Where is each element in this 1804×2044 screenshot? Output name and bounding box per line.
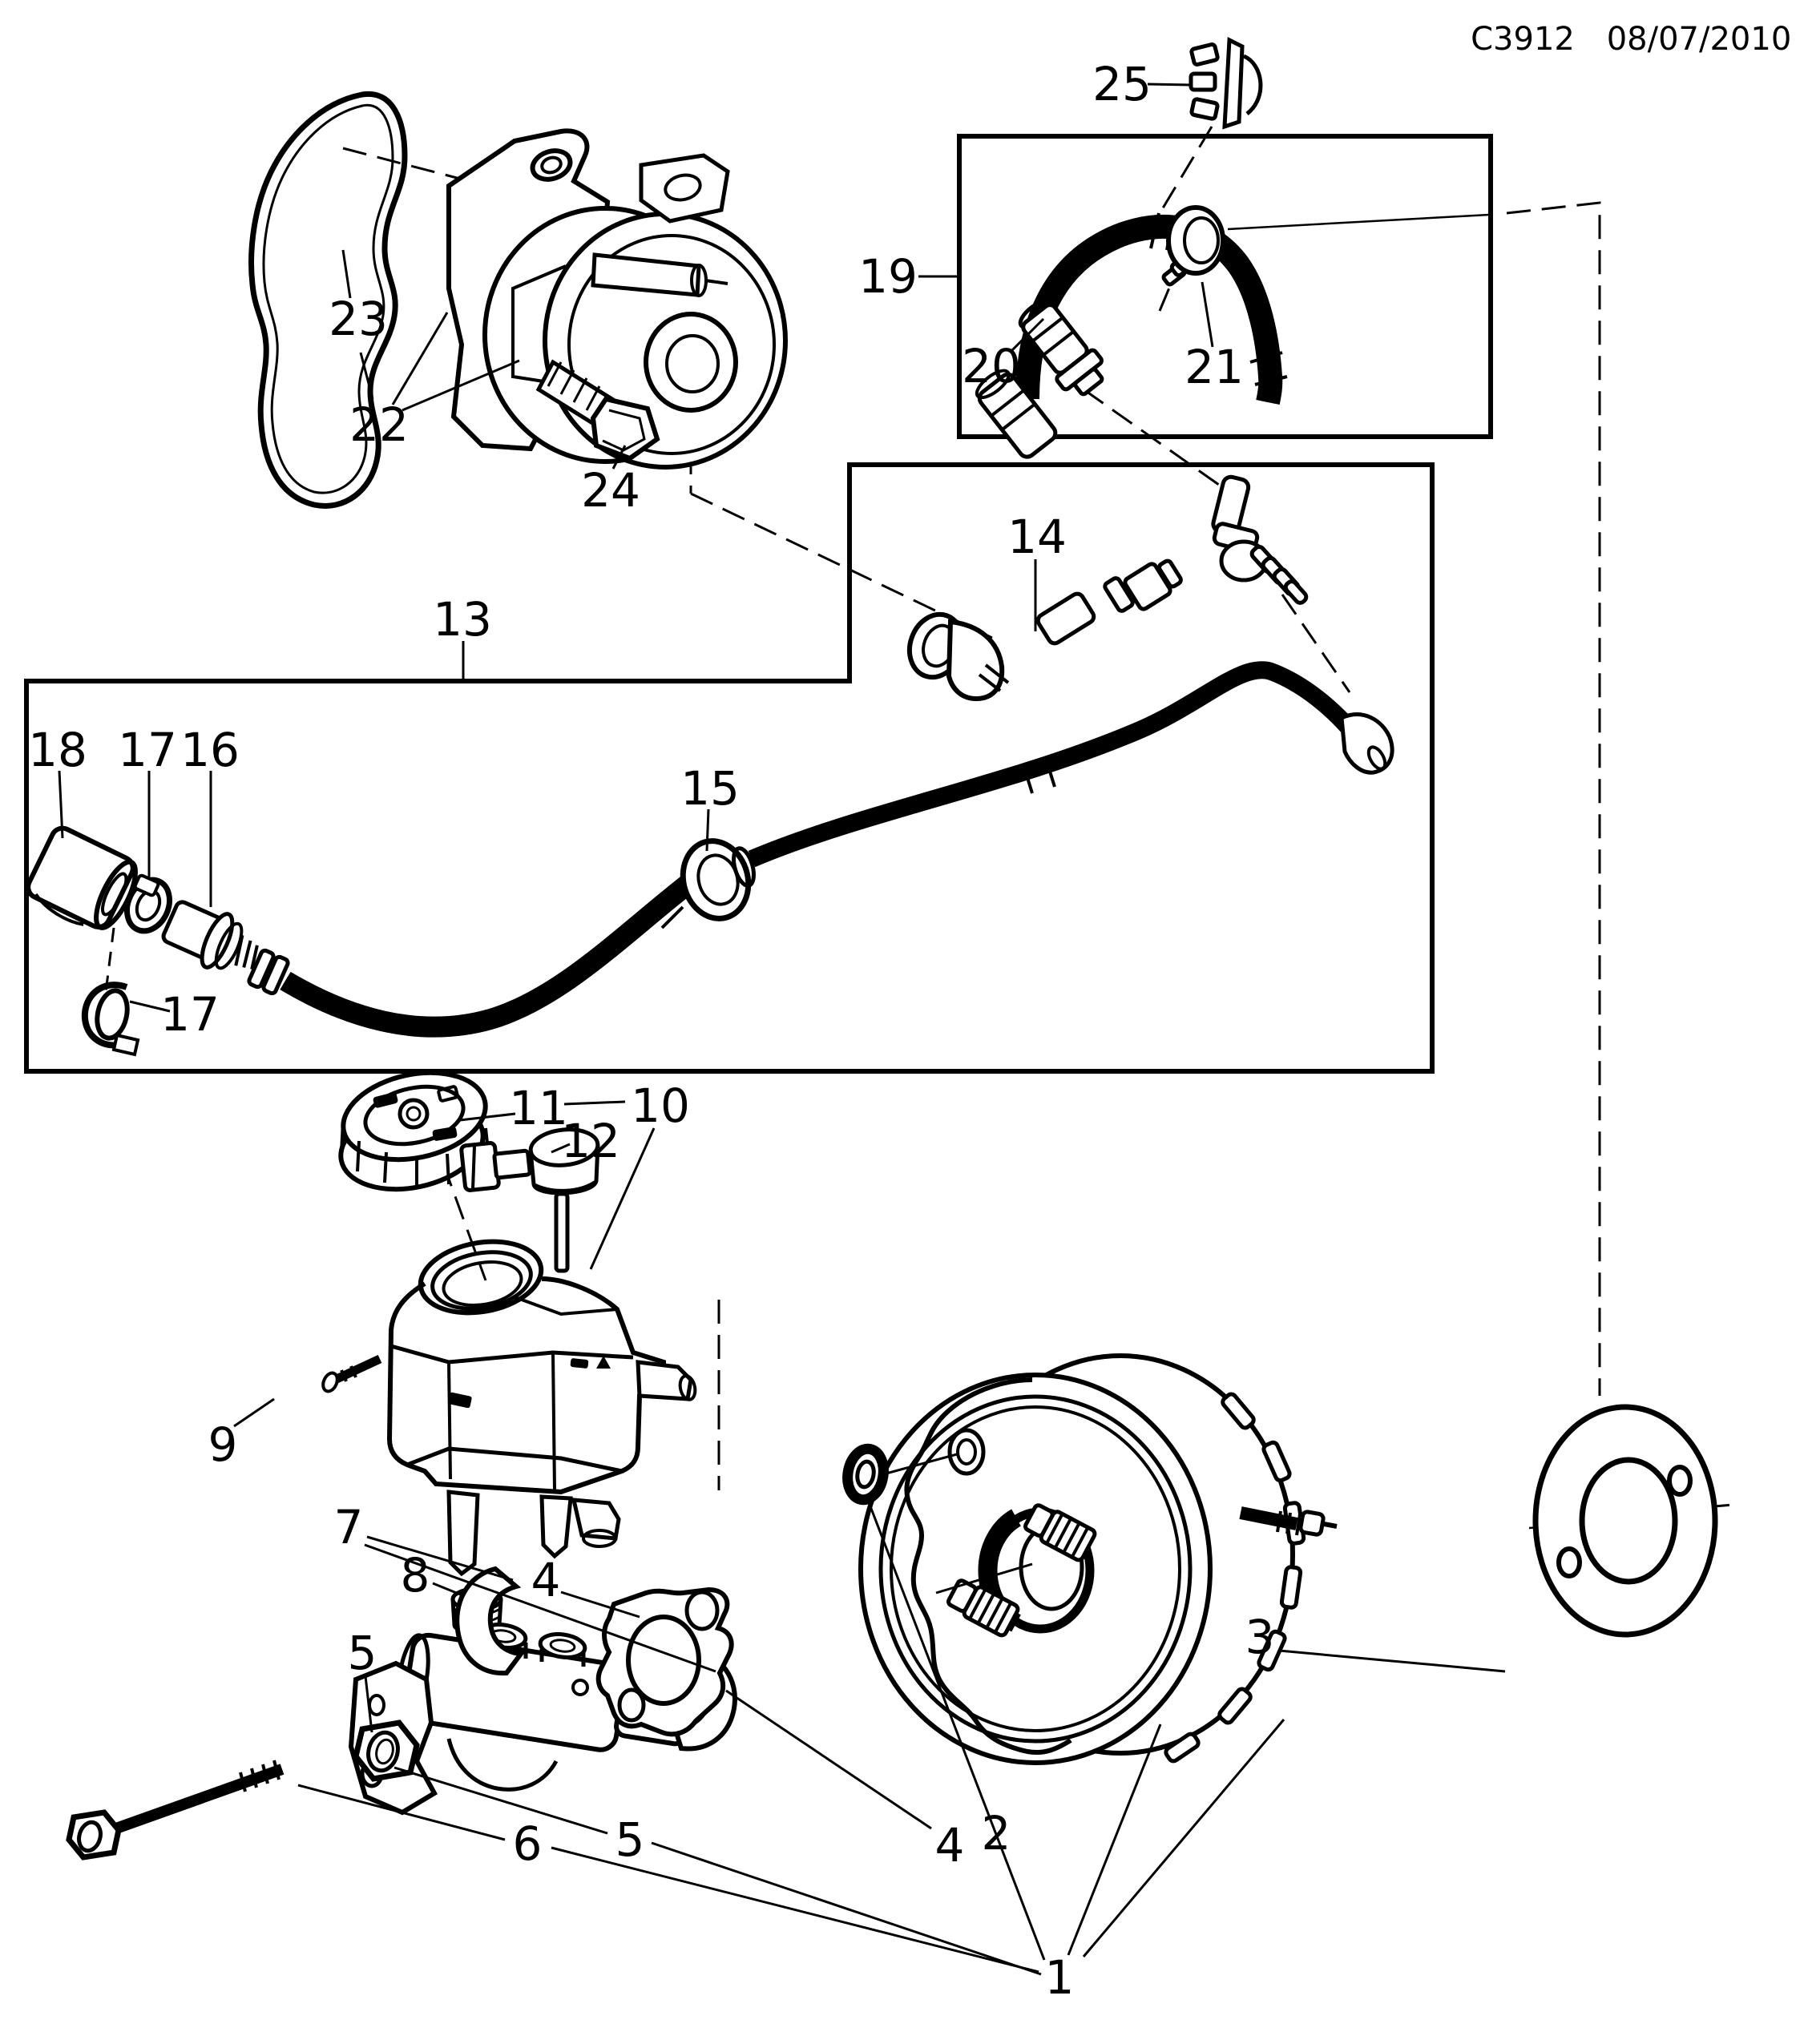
brake-booster-1 (858, 1353, 1338, 1765)
figure-date: 08/07/2010 (1607, 21, 1792, 58)
booster-plate-outline (904, 1377, 1072, 1755)
callout-3: 3 (1245, 1610, 1275, 1664)
gasket-4 (595, 1586, 734, 1737)
callout-7: 7 (334, 1500, 364, 1554)
callout-24: 24 (581, 463, 640, 518)
callout-25: 25 (1092, 57, 1152, 111)
gasket-3 (1532, 1404, 1718, 1638)
check-valve-21 (1161, 205, 1225, 287)
callout-2: 2 (982, 1806, 1011, 1861)
callout-18: 18 (28, 723, 87, 777)
level-sensor-12 (459, 1127, 600, 1273)
reservoir-port-right (636, 1360, 697, 1401)
reservoir-10 (386, 1239, 697, 1577)
callout-19: 19 (858, 249, 918, 304)
hose-group-box-19 (957, 134, 1493, 439)
connector-16 (161, 900, 276, 973)
cap-clip-axis (104, 927, 115, 993)
callout-21: 21 (1185, 340, 1244, 394)
callout-6: 6 (513, 1816, 543, 1871)
booster-pushrod (1239, 1506, 1338, 1537)
callout-1: 1 (1045, 1950, 1075, 2005)
callout-10: 10 (631, 1078, 690, 1133)
mc-lower-strap (446, 1738, 559, 1792)
callout-15: 15 (680, 761, 740, 816)
callout-20: 20 (962, 339, 1021, 393)
washer-2 (842, 1443, 889, 1506)
callout-17b: 17 (160, 987, 220, 1042)
callout-16: 16 (180, 723, 240, 777)
pump-bolt-24 (535, 359, 660, 462)
pin-9 (321, 1355, 382, 1393)
elbow-connector-14 (906, 558, 1183, 702)
cap-18 (26, 825, 138, 930)
reservoir-cap-11 (338, 1070, 490, 1192)
callout-4a: 4 (531, 1553, 561, 1607)
callout-14: 14 (1007, 510, 1067, 564)
booster-stud-lower (946, 1578, 1020, 1638)
booster-stud-upper (1023, 1503, 1097, 1562)
callout-12: 12 (561, 1114, 620, 1168)
hose-end-fitting-left (975, 369, 1058, 459)
callout-13: 13 (433, 592, 492, 647)
vacuum-pipe-main (748, 661, 1394, 868)
callout-22: 22 (349, 397, 409, 452)
callout-4b: 4 (935, 1818, 965, 1873)
booster-rim-slots (1164, 1392, 1306, 1764)
callout-9: 9 (208, 1417, 238, 1472)
pipe-group-box-13 (24, 462, 1435, 1074)
pump-gasket-23 (248, 91, 408, 509)
callout-labels: 23 22 24 25 19 20 21 13 18 17 16 17 15 1… (28, 57, 1274, 2005)
reservoir-bottom-ports (446, 1490, 621, 1577)
clip-17b (81, 982, 140, 1057)
master-cylinder-body (348, 1566, 737, 1816)
check-valve-axis (1227, 213, 1490, 231)
callout-5b: 5 (615, 1812, 645, 1867)
callout-5a: 5 (348, 1626, 377, 1680)
callout-8: 8 (401, 1548, 430, 1603)
push-rod-6 (66, 1760, 285, 1861)
callout-11: 11 (509, 1081, 568, 1135)
callout-17a: 17 (118, 723, 177, 777)
figure-code: C3912 (1471, 21, 1575, 58)
pipe-hose-left (247, 874, 696, 1038)
callout-23: 23 (329, 292, 388, 346)
tee-connector (1211, 474, 1309, 605)
grommet-15 (648, 838, 756, 929)
leader-lines (58, 83, 1506, 1976)
pipe-end-fitting (1339, 712, 1394, 775)
nut-5 (353, 1719, 420, 1782)
hose-clip-25 (1189, 37, 1263, 130)
mc-clamp-left (454, 1566, 526, 1676)
